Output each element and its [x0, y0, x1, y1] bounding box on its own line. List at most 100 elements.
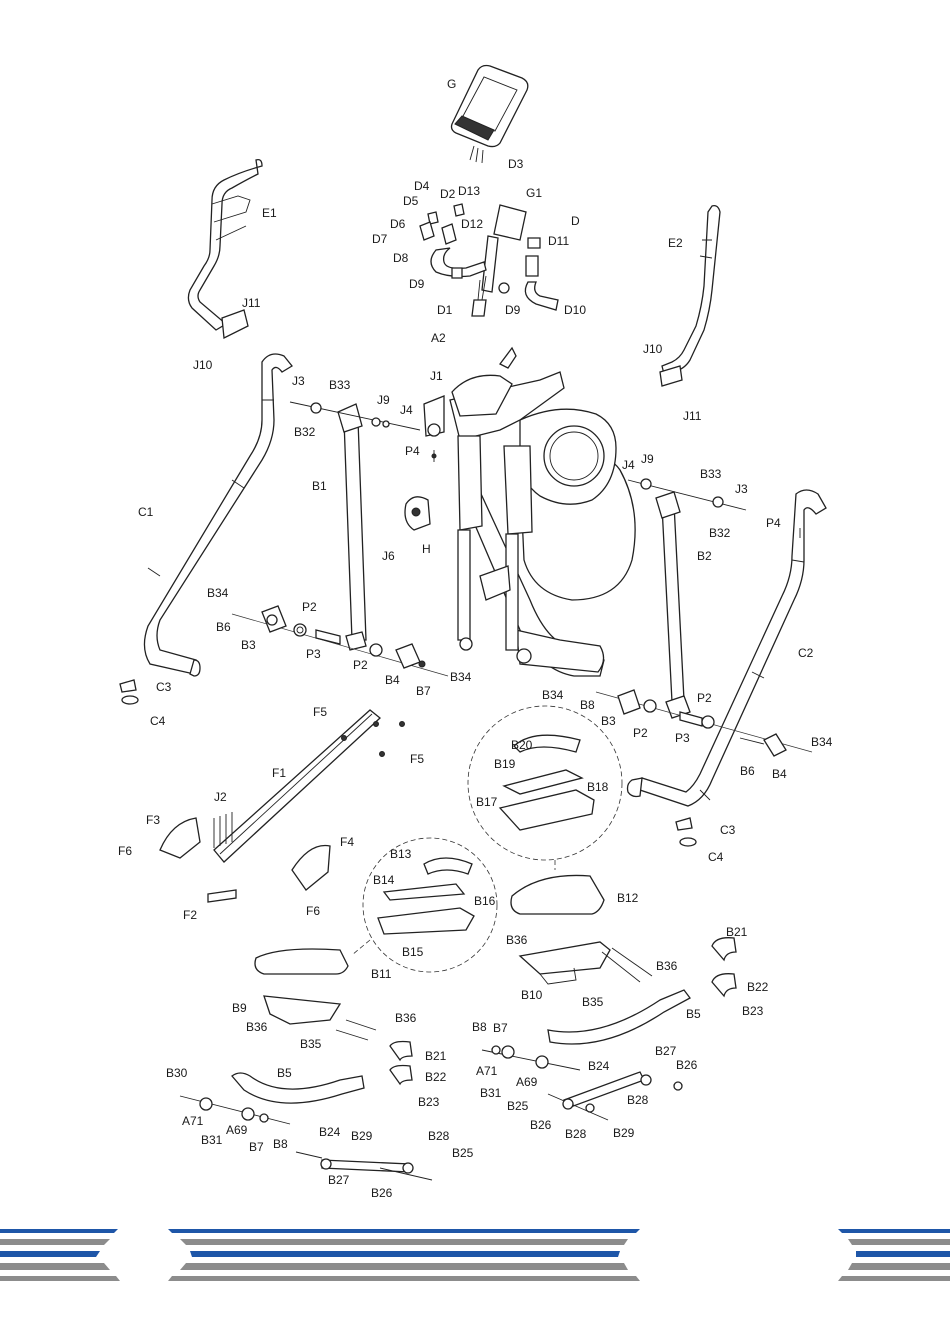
label-B36: B36 — [246, 1020, 268, 1034]
label-J4: J4 — [400, 403, 413, 417]
label-B20: B20 — [511, 738, 533, 752]
label-J11: J11 — [242, 296, 261, 310]
label-B33: B33 — [700, 467, 722, 481]
lower-arm-right — [655, 491, 691, 719]
label-B24: B24 — [319, 1125, 341, 1139]
label-P2: P2 — [697, 691, 712, 705]
label-B10: B10 — [521, 988, 543, 1002]
label-J3: J3 — [735, 482, 748, 496]
label-B23: B23 — [742, 1004, 764, 1018]
label-B16: B16 — [474, 894, 496, 908]
label-B15: B15 — [402, 945, 424, 959]
label-D8: D8 — [393, 251, 409, 265]
label-B34: B34 — [811, 735, 833, 749]
label-F4: F4 — [340, 835, 354, 849]
label-B24: B24 — [588, 1059, 610, 1073]
upper-handlebar-left — [187, 158, 263, 340]
label-G: G — [447, 77, 456, 91]
label-B32: B32 — [294, 425, 316, 439]
label-B28: B28 — [428, 1129, 450, 1143]
label-P4: P4 — [766, 516, 781, 530]
label-B7: B7 — [416, 684, 431, 698]
label-E2: E2 — [668, 236, 683, 250]
label-B29: B29 — [351, 1129, 373, 1143]
label-C1: C1 — [138, 505, 154, 519]
end-caps-feet — [119, 679, 697, 847]
label-C2: C2 — [798, 646, 814, 660]
label-B8: B8 — [273, 1137, 288, 1151]
label-B26: B26 — [676, 1058, 698, 1072]
console-display — [450, 64, 529, 164]
label-J1: J1 — [430, 369, 443, 383]
pedal-carriages — [263, 941, 653, 1041]
label-B22: B22 — [747, 980, 769, 994]
label-D13: D13 — [458, 184, 480, 198]
label-B35: B35 — [582, 995, 604, 1009]
label-A69: A69 — [516, 1075, 538, 1089]
label-P2: P2 — [633, 726, 648, 740]
main-frame — [423, 346, 636, 677]
wiring-harness-group — [419, 203, 559, 317]
label-P2: P2 — [353, 658, 368, 672]
label-J6: J6 — [382, 549, 395, 563]
long-handlebar-right — [626, 489, 827, 807]
stabilizer-beam — [159, 709, 405, 903]
label-B6: B6 — [216, 620, 231, 634]
label-F3: F3 — [146, 813, 160, 827]
label-J9: J9 — [377, 393, 390, 407]
label-P4: P4 — [405, 444, 420, 458]
label-B1: B1 — [312, 479, 327, 493]
label-B30: B30 — [166, 1066, 188, 1080]
label-D3: D3 — [508, 157, 524, 171]
label-F2: F2 — [183, 908, 197, 922]
label-C3: C3 — [720, 823, 736, 837]
label-P2: P2 — [302, 600, 317, 614]
label-D4: D4 — [414, 179, 430, 193]
label-J4: J4 — [622, 458, 635, 472]
pedal-assemblies — [254, 734, 605, 975]
label-J10: J10 — [193, 358, 213, 372]
label-J9: J9 — [641, 452, 654, 466]
label-B25: B25 — [452, 1146, 474, 1160]
pivot-hardware-left — [231, 605, 449, 677]
label-B36: B36 — [506, 933, 528, 947]
label-B32: B32 — [709, 526, 731, 540]
label-J11: J11 — [683, 409, 702, 423]
label-B34: B34 — [207, 586, 229, 600]
label-D9: D9 — [505, 303, 521, 317]
footer-stripes — [0, 1229, 950, 1281]
axles-and-links — [179, 1045, 683, 1181]
label-D5: D5 — [403, 194, 419, 208]
label-B3: B3 — [601, 714, 616, 728]
label-F5: F5 — [313, 705, 327, 719]
label-A2: A2 — [431, 331, 446, 345]
label-D2: D2 — [440, 187, 456, 201]
handle-bracket — [404, 496, 431, 531]
pedal-detail-callouts — [351, 705, 623, 973]
label-D12: D12 — [461, 217, 483, 231]
label-P3: P3 — [675, 731, 690, 745]
pivot-hardware-right — [595, 689, 813, 757]
label-B36: B36 — [395, 1011, 417, 1025]
label-D9: D9 — [409, 277, 425, 291]
label-E1: E1 — [262, 206, 277, 220]
label-C4: C4 — [150, 714, 166, 728]
label-B22: B22 — [425, 1070, 447, 1084]
label-F6: F6 — [118, 844, 132, 858]
upper-handlebar-right — [659, 204, 721, 387]
label-J3: J3 — [292, 374, 305, 388]
pedal-rails — [231, 989, 691, 1104]
label-D1: D1 — [437, 303, 453, 317]
label-D6: D6 — [390, 217, 406, 231]
label-D11: D11 — [548, 234, 569, 248]
label-B27: B27 — [655, 1044, 677, 1058]
label-C3: C3 — [156, 680, 172, 694]
label-B35: B35 — [300, 1037, 322, 1051]
label-B2: B2 — [697, 549, 712, 563]
label-B18: B18 — [587, 780, 609, 794]
label-B28: B28 — [627, 1093, 649, 1107]
label-J10: J10 — [643, 342, 663, 356]
long-handlebar-left — [143, 353, 293, 677]
label-B27: B27 — [328, 1173, 350, 1187]
label-B28: B28 — [565, 1127, 587, 1141]
